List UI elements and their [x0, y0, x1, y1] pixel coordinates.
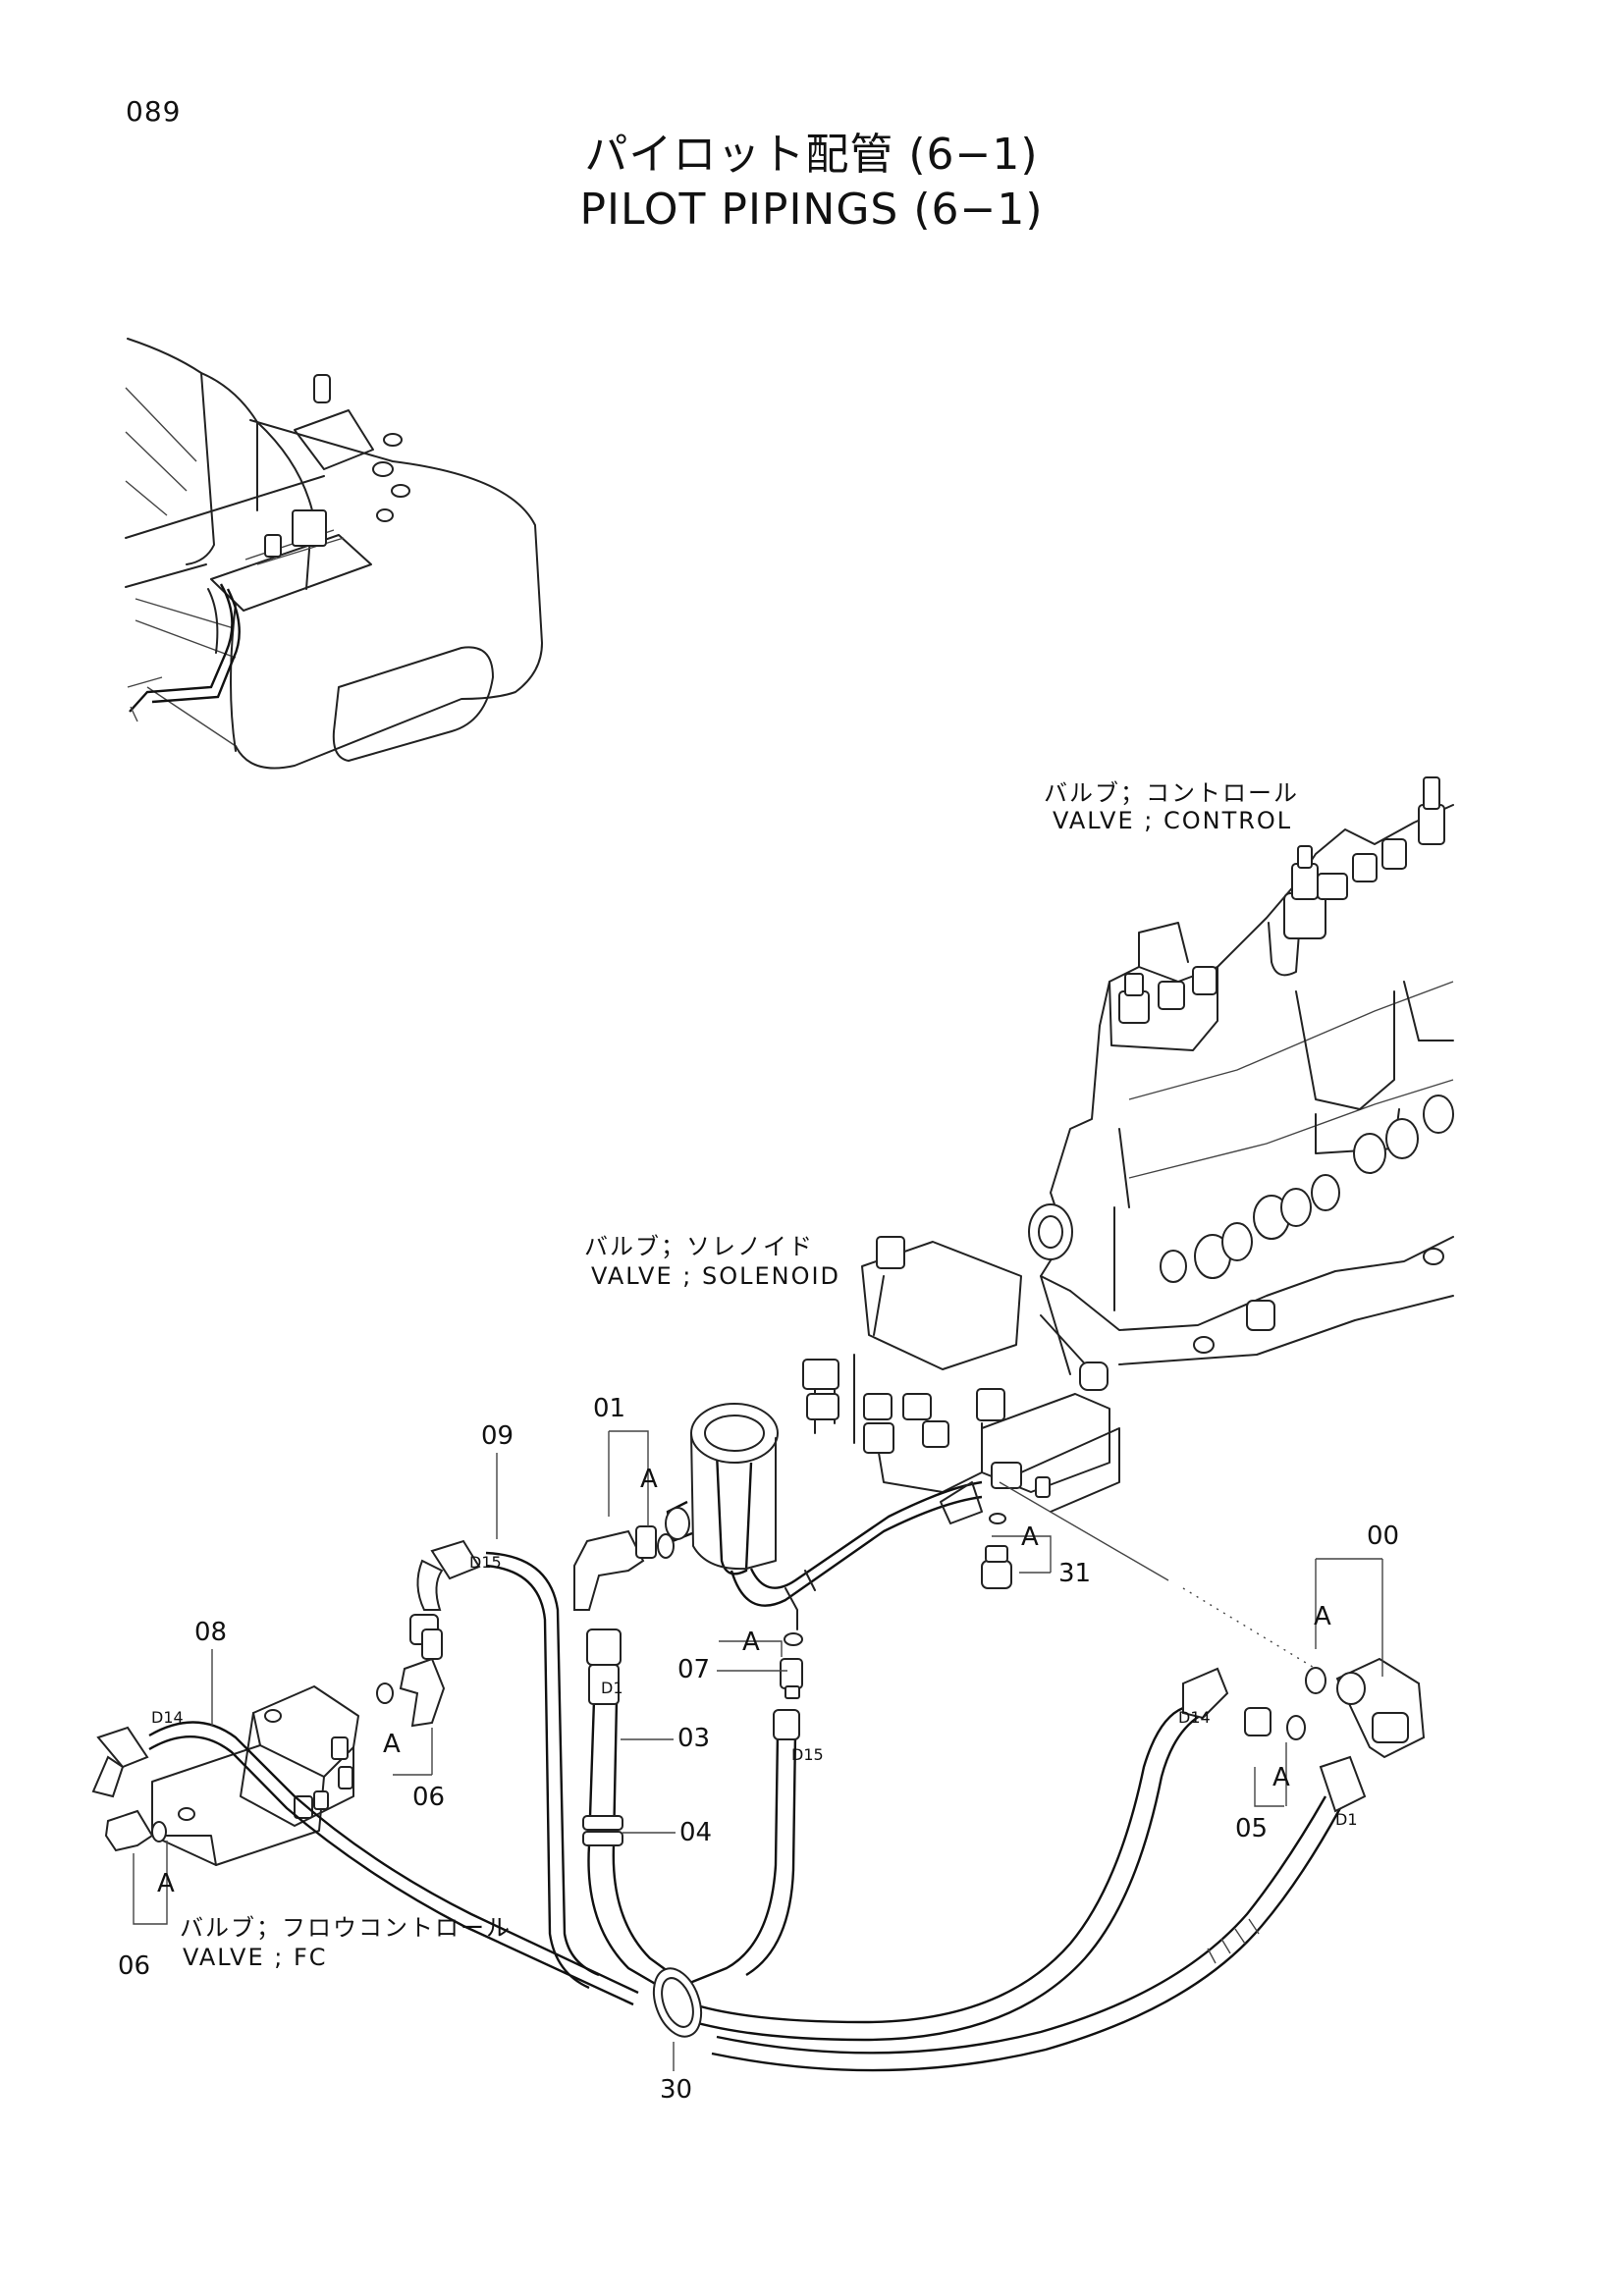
- fc-valve-body: [151, 1685, 359, 1866]
- detail-mark-a-05: A: [1272, 1763, 1290, 1792]
- hose-tag-d14-right: D14: [1178, 1708, 1211, 1727]
- title-english: PILOT PIPINGS (6−1): [579, 185, 1044, 235]
- leader-to-part-00-dashed: [1182, 1587, 1317, 1670]
- fc-valve-label-jp: バルブ；フロウコントロール: [180, 1914, 512, 1942]
- hose-tag-d15-lower: D15: [791, 1745, 824, 1764]
- hose-routing: [148, 1551, 1342, 2072]
- hose-tag-d15-upper: D15: [469, 1553, 502, 1572]
- callout-08: 08: [194, 1618, 228, 1647]
- fc-valve-label-en: VALVE ; FC: [183, 1944, 328, 1971]
- callout-31: 31: [1058, 1559, 1092, 1588]
- detail-mark-a-07: A: [742, 1628, 760, 1657]
- callout-03: 03: [677, 1724, 711, 1753]
- hose-tag-d1-left: D1: [601, 1679, 623, 1697]
- detail-mark-a-01: A: [640, 1465, 658, 1494]
- callout-06-upper: 06: [412, 1783, 446, 1812]
- control-valve-label-jp: バルブ；コントロール: [1044, 779, 1299, 807]
- title-japanese: パイロット配管 (6−1): [584, 130, 1039, 180]
- detail-mark-a-06-lower: A: [157, 1869, 175, 1898]
- callout-30: 30: [660, 2075, 693, 2105]
- callout-06-lower: 06: [118, 1951, 151, 1981]
- callout-01: 01: [593, 1394, 626, 1423]
- control-valve-label-en: VALVE ; CONTROL: [1053, 807, 1293, 834]
- machine-location-inset: [125, 338, 543, 770]
- fittings: [91, 1513, 1426, 1852]
- detail-mark-a-31: A: [1021, 1522, 1039, 1552]
- detail-mark-a-00: A: [1314, 1602, 1331, 1631]
- solenoid-valve-label-en: VALVE ; SOLENOID: [591, 1262, 841, 1290]
- callout-00: 00: [1367, 1522, 1400, 1551]
- leader-to-part-00: [999, 1481, 1169, 1581]
- callout-04: 04: [679, 1818, 713, 1847]
- pilot-pipe-assembly: [665, 1403, 1120, 1630]
- callout-05: 05: [1235, 1814, 1269, 1843]
- callout-leaders: [133, 1430, 1383, 2071]
- callout-07: 07: [677, 1655, 711, 1684]
- detail-mark-a-06-upper: A: [383, 1730, 401, 1759]
- hose-tag-d1-right: D1: [1335, 1810, 1358, 1829]
- page-number: 089: [126, 95, 182, 128]
- solenoid-valve-label-jp: バルブ；ソレノイド: [584, 1233, 814, 1260]
- callout-09: 09: [481, 1421, 514, 1451]
- control-valve-body: [1028, 776, 1454, 1385]
- hose-tag-d14-left: D14: [151, 1708, 184, 1727]
